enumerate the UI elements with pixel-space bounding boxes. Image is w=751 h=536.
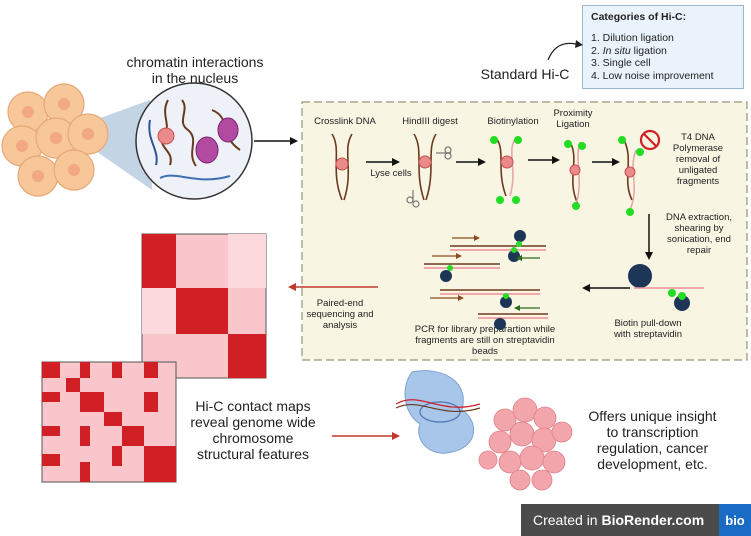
biorender-logo-icon: bio (719, 504, 751, 536)
nucleus-label: chromatin interactions in the nucleus (126, 54, 264, 86)
categories-title: Categories of Hi-C: (591, 11, 687, 23)
step-crosslink: Crosslink DNA (314, 116, 376, 127)
step-proximity: Proximity Ligation (553, 108, 593, 130)
category-item: 4. Low noise improvement (591, 69, 714, 82)
step-lyse: Lyse cells (370, 168, 412, 179)
step-biotinylation: Biotinylation (487, 116, 539, 127)
step-sequencing: Paired-end sequencing and analysis (306, 298, 374, 331)
step-pcr: PCR for library preparartion while fragm… (414, 324, 556, 357)
footer-text: Created in BioRender.com (533, 512, 705, 528)
category-item: 3. Single cell (591, 57, 651, 69)
categories-box: Categories of Hi-C: 1. Dilution ligation… (582, 5, 744, 89)
step-extraction: DNA extraction, shearing by sonication, … (666, 212, 732, 256)
step-pulldown: Biotin pull-down with streptavidin (613, 318, 683, 340)
category-item: 2. In situ ligation (591, 44, 667, 57)
standard-hic-label: Standard Hi-C (480, 66, 570, 82)
biorender-footer[interactable]: Created in BioRender.com bio (521, 504, 751, 536)
category-item: 1. Dilution ligation (591, 32, 674, 44)
contact-maps-label: Hi-C contact maps reveal genome wide chr… (190, 398, 316, 462)
insight-label: Offers unique insight to transcription r… (588, 408, 717, 472)
step-t4: T4 DNA Polymerase removal of unligated f… (672, 132, 724, 187)
step-hindiii: HindIII digest (402, 116, 458, 127)
